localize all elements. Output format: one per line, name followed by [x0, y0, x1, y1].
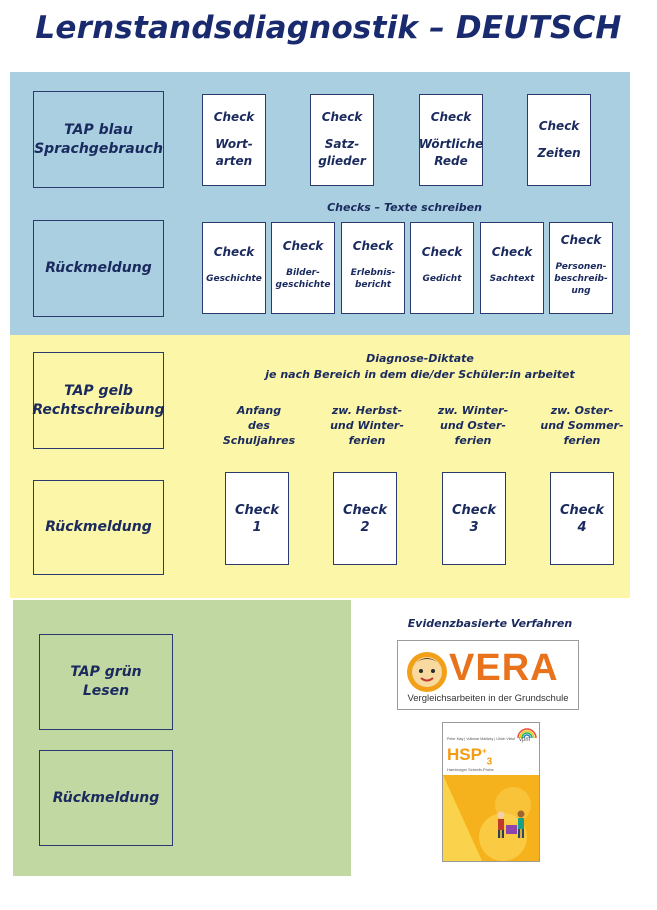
check-card-subject: Zeiten	[537, 145, 581, 160]
check-card-title: Check	[352, 239, 394, 253]
check-card-wortarten[interactable]: Check Wort- arten	[202, 94, 266, 186]
page-title: Lernstandsdiagnostik – DEUTSCH	[35, 10, 622, 46]
green-feedback-box[interactable]: Rückmeldung	[39, 750, 173, 846]
check-card-subject: Sachtext	[489, 274, 535, 284]
check-card-erlebnisbericht[interactable]: Check Erlebnis- bericht	[341, 222, 405, 314]
check-card-personenbeschreibung[interactable]: Check Personen- beschreib- ung	[549, 222, 613, 314]
check-card-subject: Erlebnis- bericht	[350, 268, 396, 290]
check-card-subject: Satz- glieder	[318, 137, 366, 168]
period-label-4: zw. Oster- und Sommer- ferien	[540, 404, 624, 447]
rainbow-icon	[517, 728, 537, 739]
texts-checks-label: Checks – Texte schreiben	[327, 201, 482, 214]
check-card-zeiten[interactable]: Check Zeiten	[527, 94, 591, 186]
hsp-subtitle: Hamburger Schreib-Probe	[447, 767, 494, 772]
tap-blue-box[interactable]: TAP blau Sprachgebrauch	[33, 91, 164, 188]
tap-yellow-box[interactable]: TAP gelb Rechtschreibung	[32, 352, 165, 449]
dictation-check-4[interactable]: Check 4	[550, 472, 614, 565]
tap-yellow-panel	[10, 335, 630, 598]
tap-green-box[interactable]: TAP grün Lesen	[39, 634, 173, 730]
dictation-check-1[interactable]: Check 1	[225, 472, 289, 565]
check-card-title: Check	[213, 245, 255, 259]
hsp-cover-illustration	[443, 775, 539, 861]
vera-wordmark: VERA	[449, 647, 559, 689]
vera-tagline: Vergleichsarbeiten in der Grundschule	[407, 693, 569, 704]
dictation-heading: Diagnose-Diktate je nach Bereich in dem …	[265, 352, 575, 381]
dictation-check-2[interactable]: Check 2	[333, 472, 397, 565]
check-card-title: Check	[421, 245, 463, 259]
period-label-1: Anfang des Schuljahres	[222, 404, 296, 447]
check-card-title: Check	[321, 110, 363, 124]
check-card-title: Check	[560, 233, 602, 247]
evidence-label: Evidenzbasierte Verfahren	[407, 617, 573, 630]
yellow-feedback-box[interactable]: Rückmeldung	[33, 480, 164, 575]
hsp-publisher: vpm	[519, 737, 531, 743]
check-card-woertliche-rede[interactable]: Check Wörtliche Rede	[419, 94, 483, 186]
hsp-title-text: HSP	[447, 745, 482, 764]
check-card-title: Check 4	[560, 502, 604, 535]
check-card-title: Check	[282, 239, 324, 253]
check-card-subject: Bilder- geschichte	[275, 268, 331, 290]
check-card-subject: Geschichte	[206, 274, 262, 284]
period-label-2: zw. Herbst- und Winter- ferien	[330, 404, 404, 447]
check-card-title: Check	[213, 110, 255, 124]
hsp-title-sub: 3	[486, 756, 493, 768]
vera-logo[interactable]: VERA Vergleichsarbeiten in der Grundschu…	[397, 640, 579, 710]
check-card-title: Check 1	[235, 502, 279, 535]
check-card-title: Check	[491, 245, 533, 259]
blue-feedback-box[interactable]: Rückmeldung	[33, 220, 164, 317]
check-card-title: Check 3	[452, 502, 496, 535]
vera-child-icon	[407, 652, 447, 692]
check-card-geschichte[interactable]: Check Geschichte	[202, 222, 266, 314]
check-card-subject: Wörtliche Rede	[418, 137, 484, 168]
check-card-title: Check	[430, 110, 472, 124]
period-label-3: zw. Winter- und Oster- ferien	[437, 404, 509, 447]
check-card-title: Check	[538, 118, 580, 133]
hsp-authors: Peter May | Volkmar Malitzky | Ulrich Vi…	[447, 737, 516, 741]
check-card-subject: Gedicht	[422, 274, 462, 284]
check-card-subject: Personen- beschreib- ung	[554, 262, 608, 296]
check-card-subject: Wort- arten	[215, 137, 253, 168]
check-card-sachtext[interactable]: Check Sachtext	[480, 222, 544, 314]
hsp-title-sup: +	[481, 746, 487, 756]
check-card-satzglieder[interactable]: Check Satz- glieder	[310, 94, 374, 186]
check-card-gedicht[interactable]: Check Gedicht	[410, 222, 474, 314]
check-card-title: Check 2	[343, 502, 387, 535]
dictation-check-3[interactable]: Check 3	[442, 472, 506, 565]
tap-green-panel	[13, 600, 351, 876]
hsp-cover[interactable]: Peter May | Volkmar Malitzky | Ulrich Vi…	[442, 722, 540, 862]
hsp-title: HSP+3	[447, 745, 492, 767]
check-card-bildergeschichte[interactable]: Check Bilder- geschichte	[271, 222, 335, 314]
